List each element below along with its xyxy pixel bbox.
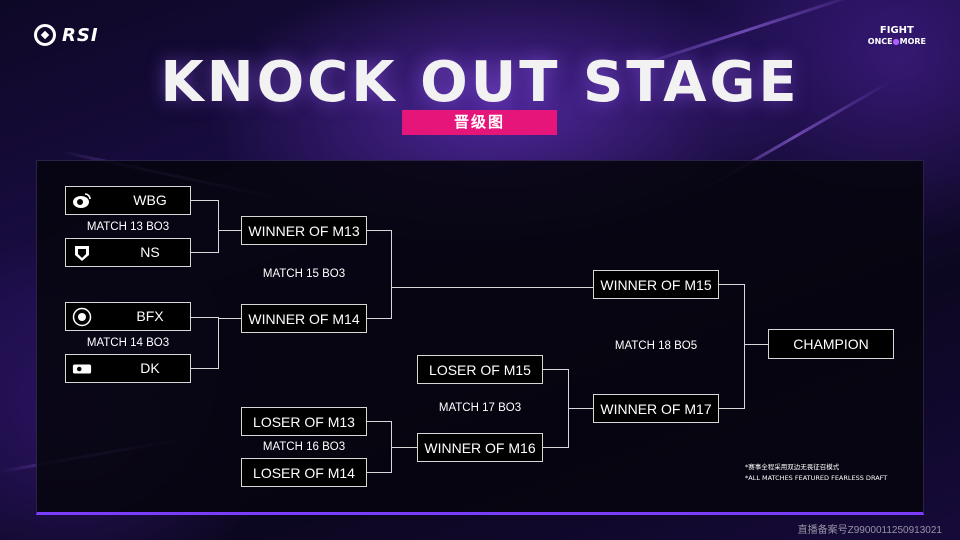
note-cn: *赛事全程采用双边无畏征召模式 [745, 463, 840, 471]
connector [190, 317, 218, 318]
broadcast-license-number: 直播备案号Z9900011250913021 [797, 525, 942, 536]
match-label-m17: MATCH 17 BO3 [438, 402, 522, 414]
slot-winner-m14[interactable]: WINNER OF M14 [241, 304, 367, 333]
rsi-logo: RSI [34, 24, 99, 46]
match-label-m18: MATCH 18 BO5 [614, 340, 698, 352]
connector [366, 421, 391, 422]
tagline-once: ONCE [867, 37, 893, 46]
connector [190, 252, 218, 253]
fight-once-more-tagline: FIGHT ONCE●MORE [868, 25, 926, 47]
match-label-m13: MATCH 13 BO3 [86, 221, 170, 233]
connector [366, 230, 391, 231]
slot-winner-m17[interactable]: WINNER OF M17 [593, 394, 719, 423]
slot-loser-m15[interactable]: LOSER OF M15 [417, 355, 543, 384]
rsi-emblem-icon [34, 24, 56, 46]
slot-winner-m16[interactable]: WINNER OF M16 [417, 433, 543, 462]
tagline-line2: ONCE●MORE [868, 36, 926, 47]
tagline-line1: FIGHT [879, 25, 914, 36]
connector [218, 317, 219, 369]
connector [718, 408, 744, 409]
connector [218, 230, 241, 231]
connector [744, 344, 768, 345]
team-box-ns[interactable]: NS [65, 238, 191, 267]
connector [718, 284, 744, 285]
connector [568, 408, 593, 409]
connector [190, 200, 218, 201]
slot-loser-m14[interactable]: LOSER OF M14 [241, 458, 367, 487]
team-name: BFX [136, 308, 164, 324]
connector [391, 230, 392, 319]
connector [366, 472, 391, 473]
logo-text: RSI [62, 24, 99, 46]
connector [190, 368, 218, 369]
team-box-bfx[interactable]: BFX [65, 302, 191, 331]
weibo-gaming-logo-icon [72, 191, 92, 211]
connector [542, 369, 568, 370]
dplus-kia-logo-icon [72, 359, 92, 379]
team-name: WBG [133, 192, 167, 208]
match-label-m15: MATCH 15 BO3 [262, 268, 346, 280]
connector [744, 284, 745, 409]
nongshim-logo-icon [72, 243, 92, 263]
slot-winner-m15[interactable]: WINNER OF M15 [593, 270, 719, 299]
match-label-m14: MATCH 14 BO3 [86, 337, 170, 349]
connector [542, 447, 568, 448]
slot-champion[interactable]: CHAMPION [768, 329, 894, 359]
tagline-more: MORE [899, 37, 926, 46]
connector [391, 287, 593, 288]
connector [366, 318, 391, 319]
connector [218, 200, 219, 253]
team-box-dk[interactable]: DK [65, 354, 191, 383]
match-label-m16: MATCH 16 BO3 [262, 441, 346, 453]
team-name: DK [140, 360, 160, 376]
connector [218, 318, 241, 319]
team-box-wbg[interactable]: WBG [65, 186, 191, 215]
slot-winner-m13[interactable]: WINNER OF M13 [241, 216, 367, 245]
team-name: NS [140, 244, 160, 260]
page-title: KNOCK OUT STAGE [160, 50, 800, 115]
bracket-subtitle-badge: 晋级图 [402, 110, 557, 135]
slot-loser-m13[interactable]: LOSER OF M13 [241, 407, 367, 436]
note-en: *ALL MATCHES FEATURED FEARLESS DRAFT [745, 474, 888, 482]
connector [391, 447, 417, 448]
bfx-logo-icon [72, 307, 92, 327]
tagline-dot-icon: ● [892, 37, 900, 46]
